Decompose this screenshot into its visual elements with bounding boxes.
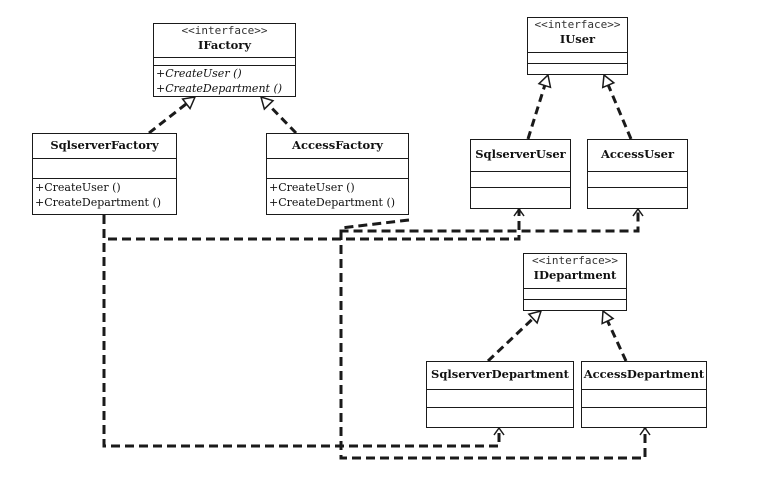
attributes-section — [588, 172, 687, 188]
class-name: IDepartment — [533, 268, 617, 282]
class-access-department[interactable]: AccessDepartment — [581, 361, 707, 428]
realization-arrowhead — [527, 309, 543, 325]
attributes-section — [267, 159, 408, 179]
operations-section: +CreateUser () +CreateDepartment () — [267, 179, 408, 210]
realization-arrowhead — [181, 96, 197, 110]
attributes-section — [528, 53, 627, 64]
operation: +CreateUser () — [156, 67, 242, 80]
realization-arrowhead — [259, 95, 275, 111]
class-name: AccessFactory — [292, 138, 383, 152]
class-name: SqlserverUser — [475, 147, 566, 161]
operation: +CreateDepartment () — [35, 195, 162, 209]
class-access-user[interactable]: AccessUser — [587, 139, 688, 209]
attributes-section — [582, 390, 706, 408]
realization-arrowhead — [537, 73, 552, 89]
dependency-line — [102, 215, 501, 448]
realization-arrowhead — [601, 309, 615, 325]
dependency-line — [102, 209, 521, 241]
attributes-section — [33, 159, 176, 179]
operation: +CreateUser () — [35, 181, 121, 194]
attributes-section — [524, 289, 626, 300]
class-name: SqlserverFactory — [50, 138, 159, 152]
realization-line — [606, 320, 628, 362]
realization-line — [486, 317, 535, 363]
operations-section: +CreateUser () +CreateDepartment () — [33, 179, 176, 210]
operation: +CreateDepartment () — [269, 195, 396, 209]
operations-section: +CreateUser () +CreateDepartment () — [154, 66, 295, 96]
class-idepartment[interactable]: <<interface>> IDepartment — [523, 253, 627, 311]
class-name: SqlserverDepartment — [431, 367, 569, 381]
realization-line — [606, 84, 633, 140]
class-name: IUser — [559, 32, 596, 46]
realization-line — [148, 102, 188, 135]
realization-arrowhead — [601, 73, 616, 89]
dependency-line — [339, 231, 647, 460]
class-sqlserver-user[interactable]: SqlserverUser — [470, 139, 571, 209]
stereotype-label: <<interface>> — [531, 254, 619, 267]
attributes-section — [154, 58, 295, 66]
stereotype-label: <<interface>> — [534, 18, 621, 31]
class-name: IFactory — [197, 38, 252, 52]
realization-line — [526, 85, 547, 140]
realization-line — [267, 103, 298, 135]
class-iuser[interactable]: <<interface>> IUser — [527, 17, 628, 75]
dependency-arrowhead — [632, 207, 644, 217]
dependency-arrowhead — [493, 426, 505, 436]
dependency-arrowhead — [639, 426, 651, 436]
class-access-factory[interactable]: AccessFactory +CreateUser () +CreateDepa… — [266, 133, 409, 215]
class-sqlserver-department[interactable]: SqlserverDepartment — [426, 361, 574, 428]
attributes-section — [471, 172, 570, 188]
attributes-section — [427, 390, 573, 408]
operation: +CreateDepartment () — [156, 81, 283, 95]
dependency-arrowhead — [513, 207, 525, 217]
stereotype-label: <<interface>> — [181, 24, 268, 37]
class-name: AccessUser — [600, 147, 675, 161]
operation: +CreateUser () — [269, 181, 355, 194]
class-ifactory[interactable]: <<interface>> IFactory +CreateUser () +C… — [153, 23, 296, 97]
class-sqlserver-factory[interactable]: SqlserverFactory +CreateUser () +CreateD… — [32, 133, 177, 215]
class-name: AccessDepartment — [583, 367, 705, 381]
